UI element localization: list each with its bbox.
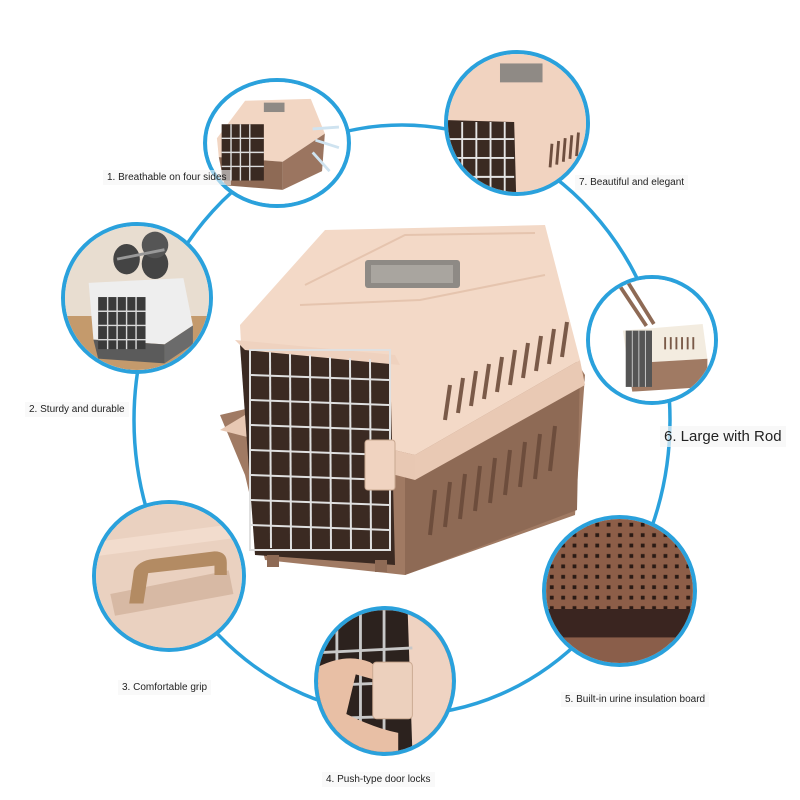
dumbbells-on-carrier-icon — [65, 226, 209, 370]
feature-label-4: 4. Push-type door locks — [322, 772, 435, 787]
ventilation-arrows-icon — [207, 82, 347, 204]
feature-label-5: 5. Built-in urine insulation board — [561, 692, 710, 707]
feature-label-1: 1. Breathable on four sides — [103, 170, 231, 185]
feature-label-3: 3. Comfortable grip — [118, 680, 212, 695]
carrier-closeup-icon — [448, 54, 586, 192]
feature-bubble-breathable — [203, 78, 351, 208]
door-lock-icon — [318, 610, 452, 752]
feature-label-7: 7. Beautiful and elegant — [575, 175, 689, 190]
handle-icon — [96, 504, 242, 648]
feature-bubble-grip — [92, 500, 246, 652]
feature-bubble-door-lock — [314, 606, 456, 756]
feature-bubble-insulation-board — [542, 515, 697, 667]
feature-label-6: 6. Large with Rod — [660, 426, 786, 447]
feature-bubble-sturdy — [61, 222, 213, 374]
perforated-board-icon — [546, 519, 693, 663]
feature-bubble-rod — [586, 275, 718, 405]
feature-label-2: 2. Sturdy and durable — [25, 402, 129, 417]
main-pet-carrier-image — [205, 215, 595, 585]
carrier-with-rod-icon — [590, 279, 714, 401]
feature-bubble-elegant — [444, 50, 590, 196]
